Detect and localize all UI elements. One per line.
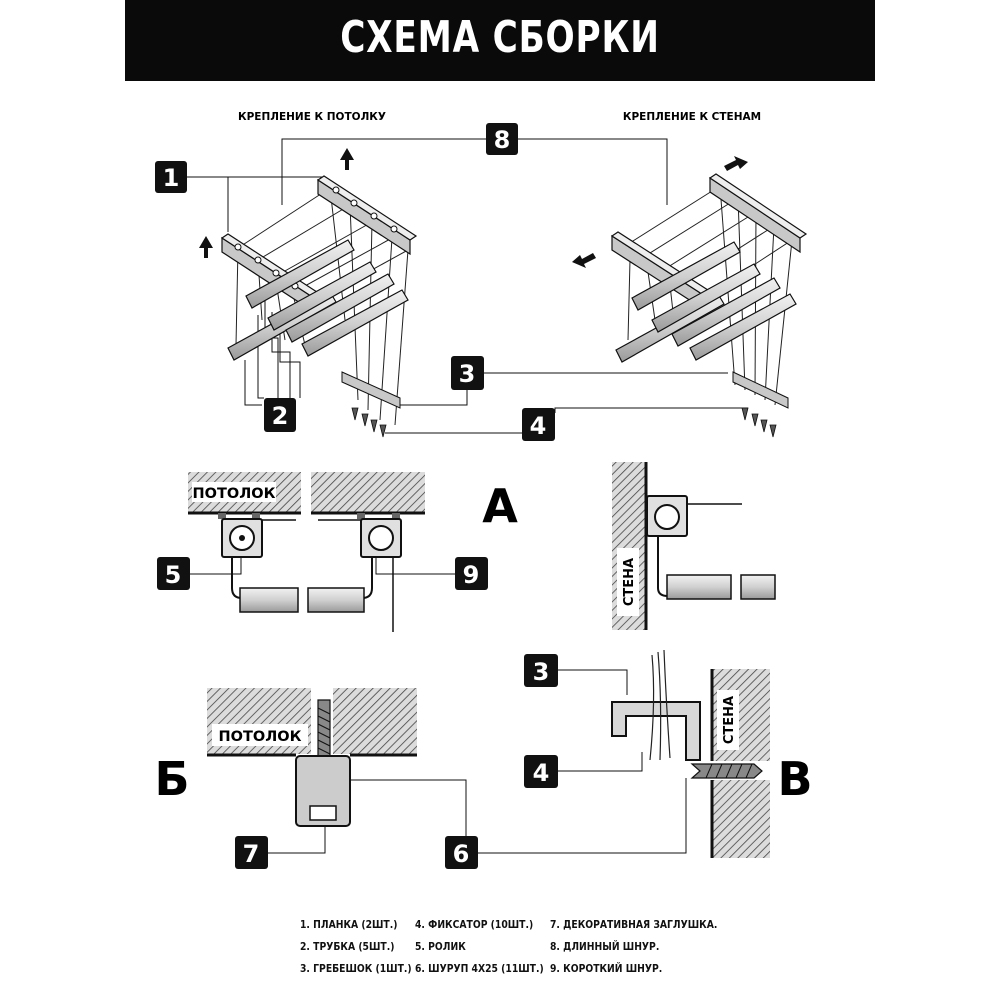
svg-text:8: 8 (494, 126, 511, 154)
svg-text:5: 5 (165, 561, 182, 589)
callout-9: 9 (455, 557, 488, 590)
callout-8: 8 (486, 123, 518, 155)
legend-item-7: 7. ДЕКОРАТИВНАЯ ЗАГЛУШКА. (550, 919, 718, 931)
callout-4-top: 4 (522, 408, 555, 441)
callout-1: 1 (155, 161, 187, 193)
ceiling-label-bg-a (192, 482, 276, 502)
ceiling-label-b: ПОТОЛОК (219, 729, 302, 745)
comb-v (611, 701, 701, 761)
svg-text:1: 1 (163, 164, 180, 192)
svg-text:9: 9 (463, 561, 480, 589)
svg-text:7: 7 (243, 840, 260, 868)
page-title: СХЕМА СБОРКИ (340, 12, 660, 63)
wall-label-v: СТЕНА (722, 696, 737, 744)
svg-text:4: 4 (533, 759, 550, 787)
svg-text:3: 3 (459, 360, 476, 388)
callout-2: 2 (264, 398, 296, 432)
legend-item-5: 5. РОЛИК (415, 941, 466, 953)
svg-text:3: 3 (533, 658, 550, 686)
legend-item-8: 8. ДЛИННЫЙ ШНУР. (550, 941, 660, 953)
detail-v: СТЕНА (611, 649, 770, 858)
callout-5: 5 (157, 557, 190, 590)
svg-text:6: 6 (453, 840, 470, 868)
legend-item-1: 1. ПЛАНКА (2ШТ.) (300, 919, 398, 931)
caption-ceiling-mount: КРЕПЛЕНИЕ К ПОТОЛКУ (238, 111, 386, 123)
section-letter-b: Б (154, 752, 189, 806)
caption-wall-mount: КРЕПЛЕНИЕ К СТЕНАМ (623, 111, 761, 123)
wall-label-a: СТЕНА (622, 558, 637, 606)
legend-column-3: 7. ДЕКОРАТИВНАЯ ЗАГЛУШКА. 8. ДЛИННЫЙ ШНУ… (550, 914, 717, 980)
ceiling-label-a: ПОТОЛОК (193, 486, 276, 502)
detail-a-wall: СТЕНА (612, 462, 776, 630)
svg-text:2: 2 (272, 402, 289, 430)
ceiling-dryer-illustration (199, 148, 418, 438)
legend-item-2: 2. ТРУБКА (5ШТ.) (300, 941, 395, 953)
header-bar: СХЕМА СБОРКИ (125, 0, 875, 81)
legend-item-6: 6. ШУРУП 4Х25 (11ШТ.) (415, 963, 544, 975)
roller-a2 (368, 525, 394, 551)
screw-v (690, 763, 763, 779)
legend-item-3: 3. ГРЕБЕШОК (1ШТ.) (300, 963, 412, 975)
detail-b: ПОТОЛОК (207, 688, 417, 827)
wall-dryer-illustration (572, 156, 808, 438)
svg-text:4: 4 (530, 412, 547, 440)
callout-3-detail: 3 (524, 654, 558, 687)
legend-column-2: 4. ФИКСАТОР (10ШТ.) 5. РОЛИК 6. ШУРУП 4Х… (415, 914, 544, 980)
legend-item-9: 9. КОРОТКИЙ ШНУР. (550, 963, 663, 975)
callout-4-detail: 4 (524, 755, 558, 788)
legend-column-1: 1. ПЛАНКА (2ШТ.) 2. ТРУБКА (5ШТ.) 3. ГРЕ… (300, 914, 412, 980)
callout-3-top: 3 (451, 356, 484, 390)
legend-item-4: 4. ФИКСАТОР (10ШТ.) (415, 919, 534, 931)
section-letter-a: А (482, 479, 518, 533)
detail-a-ceiling: ПОТОЛОК (188, 472, 425, 632)
callout-7: 7 (235, 836, 268, 869)
section-letter-v: В (777, 752, 812, 806)
callout-6: 6 (445, 836, 478, 869)
